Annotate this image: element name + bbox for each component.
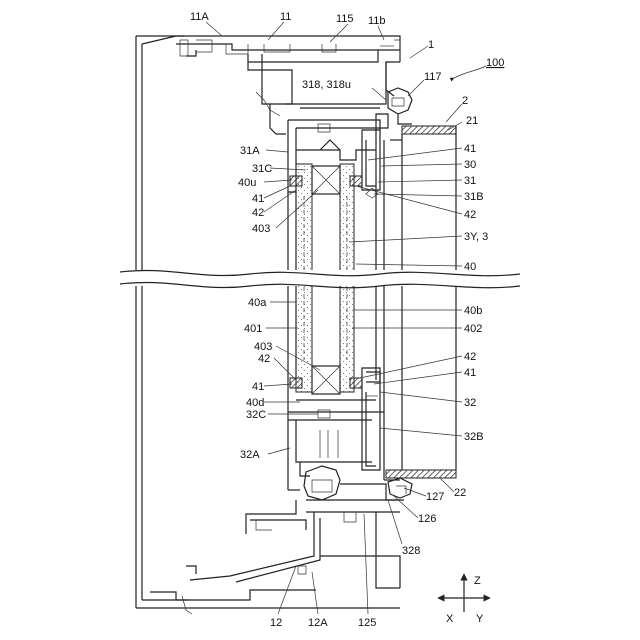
label-12: 12 [270,617,282,629]
label-40b: 40b [464,305,482,317]
label-42-b: 42 [464,209,476,221]
label-100: 100 [486,57,504,69]
label-11A: 11A [190,11,209,23]
axis-z-label: Z [474,575,481,587]
seal-117 [376,88,412,128]
label-40u: 40u [238,177,256,189]
label-42-a: 42 [252,207,264,219]
break-line [120,270,520,288]
label-32: 32 [464,397,476,409]
label-41-d: 41 [464,367,476,379]
label-40: 40 [464,261,476,273]
label-328: 328 [402,545,420,557]
spacer-403-lower [312,366,340,394]
label-31C: 31C [252,163,272,175]
label-1: 1 [428,39,434,51]
label-125: 125 [358,617,376,629]
label-403-a: 403 [252,223,270,235]
outer-panel-22 [384,470,456,480]
label-11: 11 [280,11,291,23]
label-127: 127 [426,491,444,503]
label-40a: 40a [248,297,267,309]
wall-opening [136,36,400,608]
label-42-c: 42 [258,353,270,365]
label-115: 115 [336,13,354,25]
axis-indicator: Z X Y [438,574,490,625]
outer-panel-21 [390,126,456,470]
label-318: 318, 318u [302,79,351,91]
label-31: 31 [464,175,476,187]
gasket-41-lower-right [350,378,362,388]
label-30: 30 [464,159,476,171]
label-41-a: 41 [464,143,476,155]
label-41-b: 41 [252,193,264,205]
label-12A: 12A [308,617,328,629]
lower-frame-12 [142,466,412,614]
label-2: 2 [462,95,468,107]
label-21: 21 [466,115,478,127]
label-126: 126 [418,513,436,525]
axis-x-label: X [446,613,454,625]
label-11b: 11b [368,15,386,27]
label-32C: 32C [246,409,266,421]
label-32A: 32A [240,449,260,461]
upper-frame-11 [142,36,400,134]
label-31A: 31A [240,145,260,157]
label-42-d: 42 [464,351,476,363]
label-3Y: 3Y, 3 [464,231,488,243]
label-401: 401 [244,323,262,335]
spacer-403-upper [312,166,340,194]
label-40d: 40d [246,397,264,409]
label-117: 117 [424,71,442,83]
axis-y-label: Y [476,613,484,625]
label-31B: 31B [464,191,484,203]
label-403-b: 403 [254,341,272,353]
label-32B: 32B [464,431,484,443]
label-402: 402 [464,323,482,335]
label-22: 22 [454,487,466,499]
label-41-c: 41 [252,381,264,393]
gasket-41-lower-left [290,378,302,388]
